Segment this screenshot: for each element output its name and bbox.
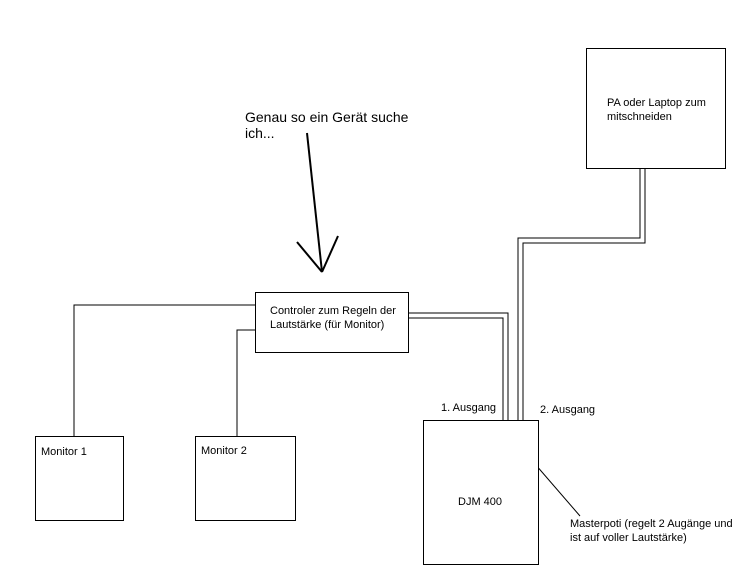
djm-label: DJM 400 (458, 496, 503, 508)
arrow-icon (296, 132, 339, 273)
monitor2-box (195, 436, 296, 521)
pa-box (586, 48, 726, 169)
output1-label: 1. Ausgang (441, 402, 497, 414)
annotation-line2: ich... (245, 125, 275, 141)
monitor1-box (35, 436, 124, 521)
monitor1-label: Monitor 1 (41, 446, 87, 458)
wire-controller-monitor1 (73, 304, 255, 436)
wire-pa-djm-out2 (517, 168, 641, 420)
wire-controller-djm-out1 (408, 312, 509, 420)
djm-box (423, 420, 539, 565)
masterpoti-label-line1: Masterpoti (regelt 2 Augänge und (570, 518, 733, 530)
controller-label: Controler zum Regeln der Lautstärke (für… (270, 304, 396, 332)
controller-label-line2: Lautstärke (für Monitor) (270, 319, 385, 331)
wire-pa-djm-out2-inner (522, 168, 646, 420)
wire-controller-djm-out1-inner (408, 317, 504, 420)
pa-label-line2: mitschneiden (607, 111, 672, 123)
controller-label-line1: Controler zum Regeln der (270, 305, 396, 317)
annotation-text: Genau so ein Gerät suche ich... (245, 109, 408, 141)
controller-box (255, 292, 409, 353)
wire-controller-monitor2 (236, 329, 255, 436)
output2-label: 2. Ausgang (540, 404, 596, 416)
masterpoti-label-line2: ist auf voller Lautstärke) (570, 532, 687, 544)
monitor2-label: Monitor 2 (201, 445, 247, 457)
annotation-line1: Genau so ein Gerät suche (245, 109, 409, 125)
pa-label-line1: PA oder Laptop zum (607, 97, 706, 109)
masterpoti-label: Masterpoti (regelt 2 Augänge und ist auf… (570, 517, 733, 545)
pa-label: PA oder Laptop zum mitschneiden (607, 96, 706, 124)
